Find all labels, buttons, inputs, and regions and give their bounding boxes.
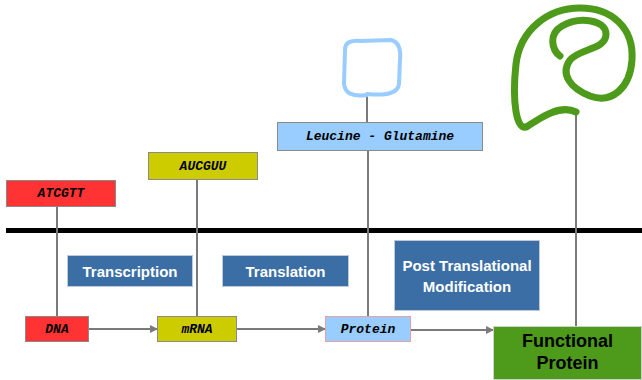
leader-line [366,95,368,122]
node-label: Translation [245,261,325,282]
node-label: mRNA [181,322,212,337]
link-line [56,207,58,316]
flow-arrow [411,329,493,331]
molecule-box: Protein [325,316,411,342]
sequence-box: Leucine - Glutamine [277,122,483,151]
process-box: Post Translational Modification [394,240,540,311]
link-line [367,151,369,316]
node-label: AUCGUU [180,159,227,174]
node-label: Functional Protein [494,331,641,374]
sequence-box: AUCGUU [148,152,258,180]
node-label: Transcription [82,261,177,282]
leader-line [575,112,577,326]
node-label: DNA [45,322,68,337]
process-box: Translation [222,255,349,287]
sequence-box: ATCGTT [6,180,116,207]
node-label: Leucine - Glutamine [306,129,454,144]
folded-protein-figure [515,8,633,127]
flow-arrow [89,328,157,330]
node-label: ATCGTT [38,186,85,201]
unfolded-protein-figure [344,40,400,96]
node-label: Protein [341,322,396,337]
process-box: Transcription [67,255,193,287]
node-label: Post Translational Modification [395,255,539,297]
molecule-box: mRNA [157,316,237,342]
divider-line [6,228,642,233]
molecule-box: DNA [25,316,89,342]
link-line [196,180,198,316]
flow-arrow [237,328,325,330]
result-box: Functional Protein [493,326,642,380]
